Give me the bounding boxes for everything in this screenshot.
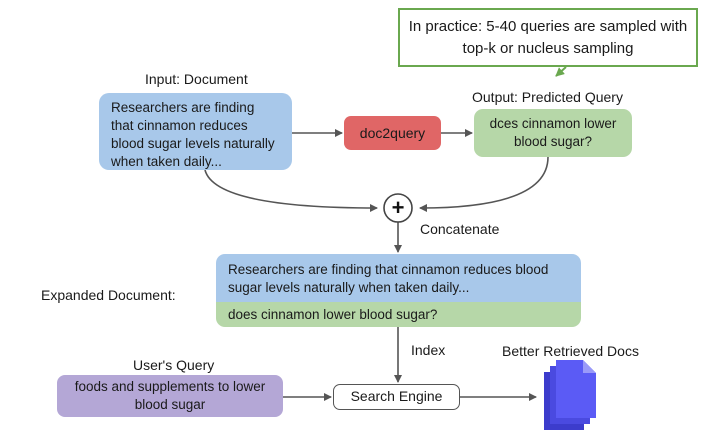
sampling-note-box: In practice: 5-40 queries are sampled wi… bbox=[398, 8, 698, 67]
output-query-label: Output: Predicted Query bbox=[472, 89, 623, 105]
pred-to-concat-curve bbox=[419, 156, 549, 212]
index-label: Index bbox=[411, 342, 446, 358]
input-document-box: Researchers are finding that cinnamon re… bbox=[99, 93, 292, 170]
expanded-document-box: Researchers are finding that cinnamon re… bbox=[216, 254, 581, 327]
doc2query-model-box: doc2query bbox=[344, 116, 441, 150]
user-query-box: foods and supplements to lower blood sug… bbox=[57, 375, 283, 417]
expanded-document-text: Researchers are finding that cinnamon re… bbox=[216, 254, 581, 302]
concatenate-label: Concatenate bbox=[420, 221, 500, 237]
plus-circle-icon: + bbox=[383, 193, 413, 223]
document-stack-icon bbox=[544, 360, 596, 430]
expanded-document-label: Expanded Document: bbox=[41, 287, 176, 303]
plus-symbol: + bbox=[392, 195, 405, 220]
doc-to-concat-curve bbox=[204, 169, 378, 212]
better-docs-label: Better Retrieved Docs bbox=[502, 343, 639, 359]
predicted-query-box: dces cinnamon lower blood sugar? bbox=[474, 109, 632, 157]
expanded-document-query: does cinnamon lower blood sugar? bbox=[216, 302, 581, 327]
users-query-label: User's Query bbox=[133, 357, 215, 373]
search-engine-box: Search Engine bbox=[333, 384, 460, 410]
input-document-label: Input: Document bbox=[145, 71, 248, 87]
note-pointer bbox=[555, 66, 567, 77]
